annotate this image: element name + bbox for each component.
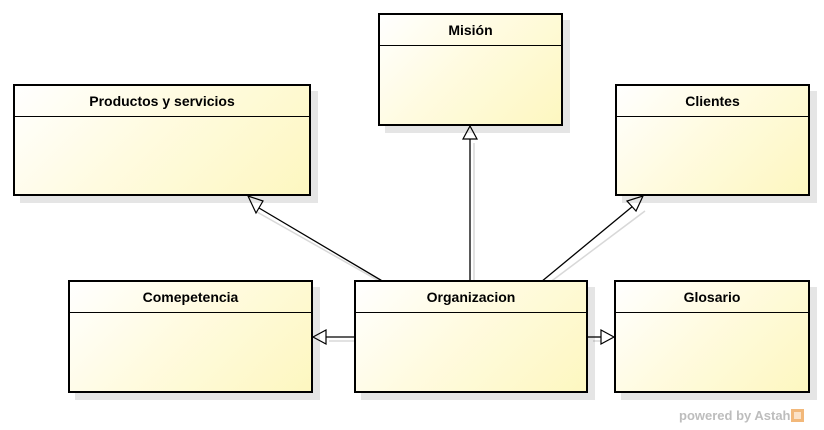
class-name-organizacion: Organizacion <box>356 282 586 313</box>
class-clientes[interactable]: Clientes <box>615 84 810 196</box>
generalization-arrowhead-mision <box>461 124 479 140</box>
class-name-mision: Misión <box>380 15 561 46</box>
edge-organizacion-productos <box>258 207 385 283</box>
watermark-text: powered by Astah <box>679 408 791 423</box>
class-organizacion[interactable]: Organizacion <box>354 280 588 393</box>
class-mision[interactable]: Misión <box>378 13 563 126</box>
class-productos-y-servicios[interactable]: Productos y servicios <box>13 84 311 196</box>
class-name-productos-y-servicios: Productos y servicios <box>15 86 309 117</box>
class-glosario[interactable]: Glosario <box>614 280 810 393</box>
class-comepetencia[interactable]: Comepetencia <box>68 280 313 393</box>
generalization-arrowhead-glosario <box>600 328 616 346</box>
generalization-arrowhead-productos <box>246 194 264 215</box>
astah-watermark: powered by Astah <box>679 408 805 423</box>
edge-organizacion-clientes <box>540 205 634 283</box>
class-name-comepetencia: Comepetencia <box>70 282 311 313</box>
astah-logo-icon <box>791 409 805 422</box>
class-name-clientes: Clientes <box>617 86 808 117</box>
generalization-arrowhead-competencia <box>311 328 327 346</box>
generalization-arrowhead-clientes <box>625 195 645 213</box>
class-name-glosario: Glosario <box>616 282 808 313</box>
